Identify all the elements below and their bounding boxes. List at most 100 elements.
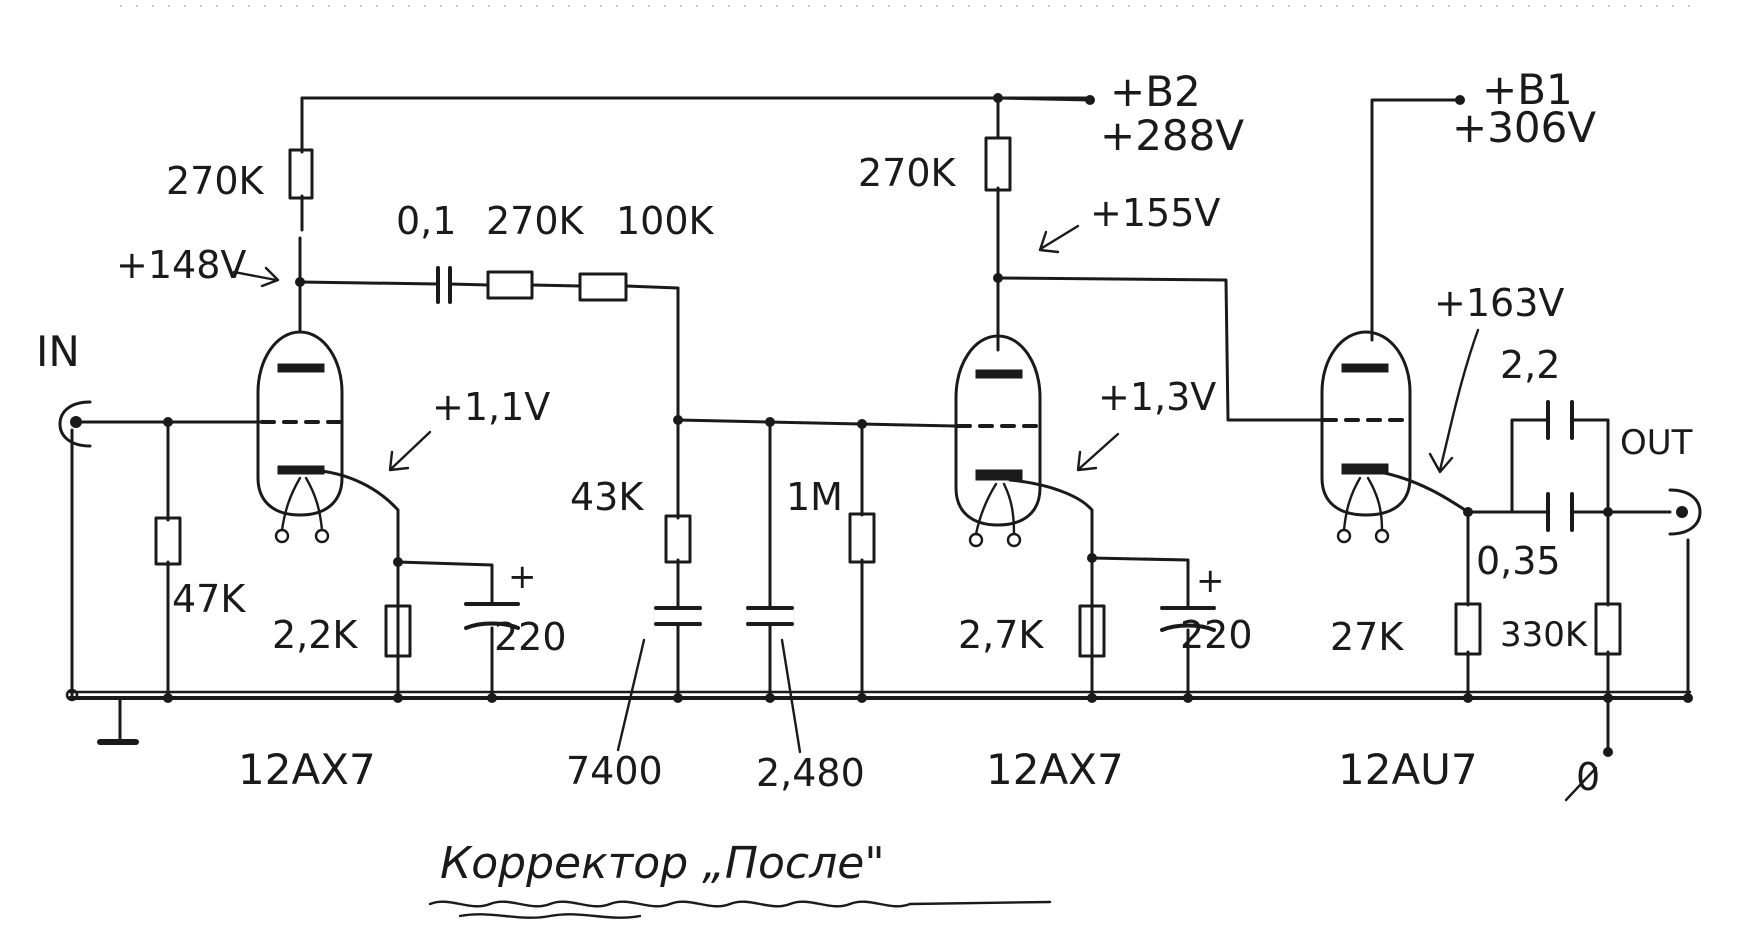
stage3-cathode-resistor-label: 27K — [1330, 615, 1404, 659]
stage1-bypass-wire — [396, 560, 494, 700]
output-ground-terminal — [1603, 747, 1613, 757]
node-dot — [65, 688, 79, 702]
resistors — [154, 136, 1622, 658]
node-dot — [163, 693, 173, 703]
node-dot — [993, 93, 1003, 103]
network-coupling-cap-label: 0,1 — [396, 199, 456, 243]
tube-envelope — [1320, 330, 1412, 517]
node-dot — [673, 415, 683, 425]
heater-pin — [968, 532, 984, 548]
network-series-wire — [298, 280, 680, 290]
capacitors — [436, 266, 1574, 632]
tube-heater — [974, 482, 1016, 536]
stage1-cathode-wire — [308, 468, 400, 700]
stage1-plate-resistor-label: 270K — [166, 159, 265, 203]
b2-terminal — [1085, 95, 1095, 105]
tube-heater — [280, 476, 324, 532]
output-jack — [1668, 488, 1702, 536]
shunt-cap-2480 — [746, 606, 794, 626]
b2-name: +B2 — [1110, 67, 1201, 116]
stage2-plate-voltage: +155V — [1090, 191, 1220, 235]
tube-heater — [1342, 476, 1384, 532]
node-dot — [1683, 693, 1693, 703]
interstage-wire — [996, 276, 1324, 422]
b2-voltage: +288V — [1100, 111, 1244, 160]
network-resistor-100k — [578, 272, 628, 302]
stage2-bypass-cap — [1160, 606, 1216, 632]
grid-leak-resistor-1m — [848, 512, 876, 564]
heater-pin — [274, 528, 290, 544]
heater-pin — [314, 528, 330, 544]
output-cap-2-2 — [1546, 400, 1574, 440]
input-label: IN — [36, 327, 80, 376]
output-label: OUT — [1620, 423, 1693, 463]
node-dot — [163, 417, 173, 427]
output-cap-top-label: 2,2 — [1500, 343, 1560, 387]
node-dot — [765, 417, 775, 427]
stage2-cathode-resistor-label: 2,7K — [958, 613, 1044, 657]
tube-plate — [277, 363, 325, 373]
network-shunt-c2-label: 2,480 — [756, 751, 865, 795]
heater-pin — [1006, 532, 1022, 548]
stage3-cathode-resistor — [1454, 602, 1482, 656]
input-jack — [58, 400, 92, 448]
nodes — [65, 93, 1693, 757]
node-dot — [1183, 693, 1193, 703]
stage2-bypass-wire — [1090, 556, 1190, 700]
grid-resistor-label: 47K — [172, 577, 246, 621]
arrow-7400-icon — [616, 638, 646, 752]
node-dot — [1603, 507, 1613, 517]
stage1-bypass-plus: + — [508, 557, 537, 597]
stage1-tube-label: 12AX7 — [238, 745, 376, 794]
stage1-bypass-cap-label: 220 — [494, 615, 567, 659]
output-jack-pin — [1676, 506, 1688, 518]
title-underline-2 — [458, 913, 642, 919]
output-cap-0-35 — [1546, 492, 1574, 532]
tube-cathode — [1341, 463, 1389, 475]
stage1-bypass-cap — [464, 602, 520, 630]
stage1-cathode-resistor-label: 2,2K — [272, 613, 358, 657]
arrow-plate1-icon — [232, 266, 280, 288]
tube-plate — [975, 369, 1023, 379]
labels: IN OUT +B2 +288V +B1 +306V 270K +148V 0,… — [36, 65, 1693, 889]
node-dot — [295, 277, 305, 287]
arrow-cathode2-icon — [1076, 432, 1120, 472]
stage1-cathode-resistor — [384, 604, 412, 658]
tube-stage2 — [954, 334, 1042, 548]
network-series-r1-label: 270K — [486, 199, 585, 243]
stage3-tube-label: 12AU7 — [1338, 745, 1478, 794]
stage2-cathode-wire — [1008, 478, 1094, 700]
node-dot — [765, 693, 775, 703]
network-resistor-270k — [486, 270, 534, 300]
network-series-r2-label: 100K — [616, 199, 715, 243]
node-dot — [393, 557, 403, 567]
tube-cathode — [277, 465, 325, 475]
node-dot — [393, 693, 403, 703]
annotation-arrows — [232, 224, 1598, 802]
arrow-2480-icon — [780, 638, 802, 754]
coupling-cap-0-1 — [436, 266, 452, 304]
stage2-cathode-resistor — [1078, 604, 1106, 658]
grid-resistor-47k — [154, 516, 182, 566]
b1-terminal — [1455, 95, 1465, 105]
arrow-ground-icon — [1564, 766, 1598, 802]
node-dot — [857, 693, 867, 703]
stage3-plate-wire — [1370, 98, 1462, 342]
arrow-plate2-icon — [1038, 224, 1080, 254]
b1-name: +B1 — [1482, 65, 1573, 114]
network-shunt-r-label: 43K — [570, 475, 644, 519]
node-dot — [993, 273, 1003, 283]
b1-voltage: +306V — [1452, 103, 1596, 152]
title-underline — [428, 900, 1052, 908]
stage1-plate-wire — [298, 96, 304, 332]
network-shunt-c1-label: 7400 — [566, 749, 663, 793]
node-dot — [1087, 693, 1097, 703]
input-jack-shell — [58, 400, 92, 448]
stage2-cathode-voltage: +1,3V — [1098, 375, 1216, 419]
stage2-bypass-cap-label: 220 — [1180, 613, 1253, 657]
input-jack-pin — [70, 416, 82, 428]
output-ground-mark: 0 — [1576, 755, 1600, 799]
stage2-plate-resistor — [984, 136, 1012, 192]
network-grid-leak-label: 1M — [786, 475, 843, 519]
